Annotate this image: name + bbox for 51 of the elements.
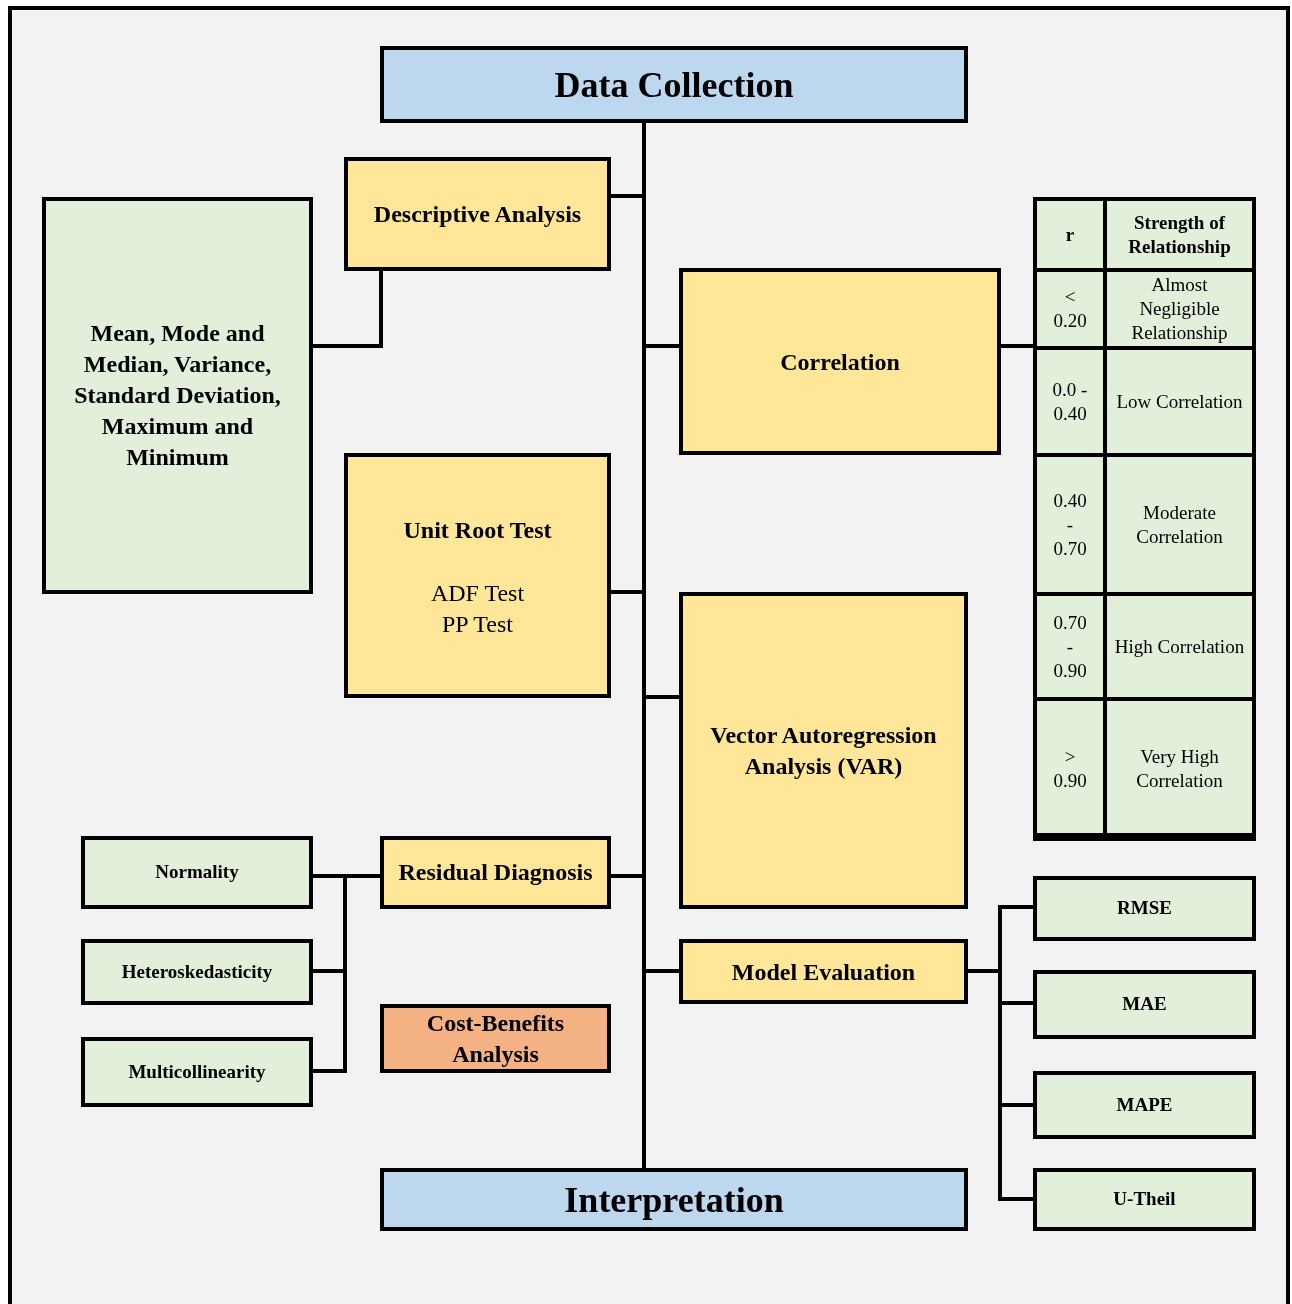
process-box	[679, 939, 968, 1004]
node-title: Normality	[155, 860, 239, 885]
node-title: Model Evaluation	[731, 957, 916, 987]
table-cell-text: > 0.90	[1052, 745, 1088, 793]
detail-box	[1033, 970, 1256, 1039]
node-title: RMSE	[1117, 896, 1172, 921]
node-title: Mean, Mode and Median, Variance, Standard Deviation, Maximum and Minimum	[73, 319, 282, 472]
table-cell-text: 0.0 - 0.40	[1051, 377, 1089, 426]
node-title: Multicollinearity	[128, 1059, 266, 1084]
detail-box	[81, 1037, 313, 1107]
node-title: MAE	[1122, 992, 1167, 1017]
node-title: Interpretation	[564, 1179, 784, 1220]
node-text: PP Test	[442, 609, 513, 639]
connector-line	[1001, 344, 1033, 348]
process-box	[344, 453, 611, 698]
node-title: Correlation	[780, 347, 900, 377]
process-box	[344, 157, 611, 271]
process-box	[679, 592, 968, 909]
node-title: Descriptive Analysis	[373, 200, 582, 229]
process-box	[380, 1004, 611, 1073]
node-title: Heteroskedasticity	[121, 959, 273, 984]
detail-box	[81, 939, 313, 1005]
node-title: U-Theil	[1113, 1187, 1176, 1212]
connector-line	[313, 271, 383, 348]
table-cell-text: r	[1064, 222, 1076, 247]
node-title: Vector Autoregression Analysis (VAR)	[709, 720, 938, 781]
table-cell-text: Low Correlation	[1116, 389, 1243, 414]
table-cell-text: Very High Correlation	[1135, 745, 1224, 793]
node-title: MAPE	[1116, 1092, 1173, 1117]
detail-box	[81, 836, 313, 909]
table-cell-text: Almost Negligible Relationship	[1130, 273, 1229, 345]
detail-box	[1033, 1168, 1256, 1231]
node-title: Cost-Benefits Analysis	[425, 1008, 566, 1069]
node-title: Data Collection	[554, 64, 794, 105]
table-cell-text: High Correlation	[1114, 634, 1245, 659]
table-cell-text: 0.40 - 0.70	[1052, 488, 1088, 561]
detail-box	[42, 197, 313, 594]
connector-line	[968, 969, 1033, 1201]
title-box	[380, 46, 968, 123]
detail-box	[1033, 876, 1256, 941]
title-box	[380, 1168, 968, 1231]
node-title: Unit Root Test	[403, 515, 552, 545]
table-cell-text: Moderate Correlation	[1135, 500, 1224, 549]
process-box	[679, 268, 1001, 455]
node-title: Residual Diagnosis	[398, 858, 593, 887]
detail-box	[1033, 1071, 1256, 1139]
node-text: ADF Test	[430, 578, 525, 608]
table-cell-text: < 0.20	[1052, 285, 1088, 333]
table-cell-text: 0.70 - 0.90	[1052, 610, 1088, 683]
process-box	[380, 836, 611, 909]
table-cell-text: Strength of Relationship	[1127, 210, 1232, 259]
